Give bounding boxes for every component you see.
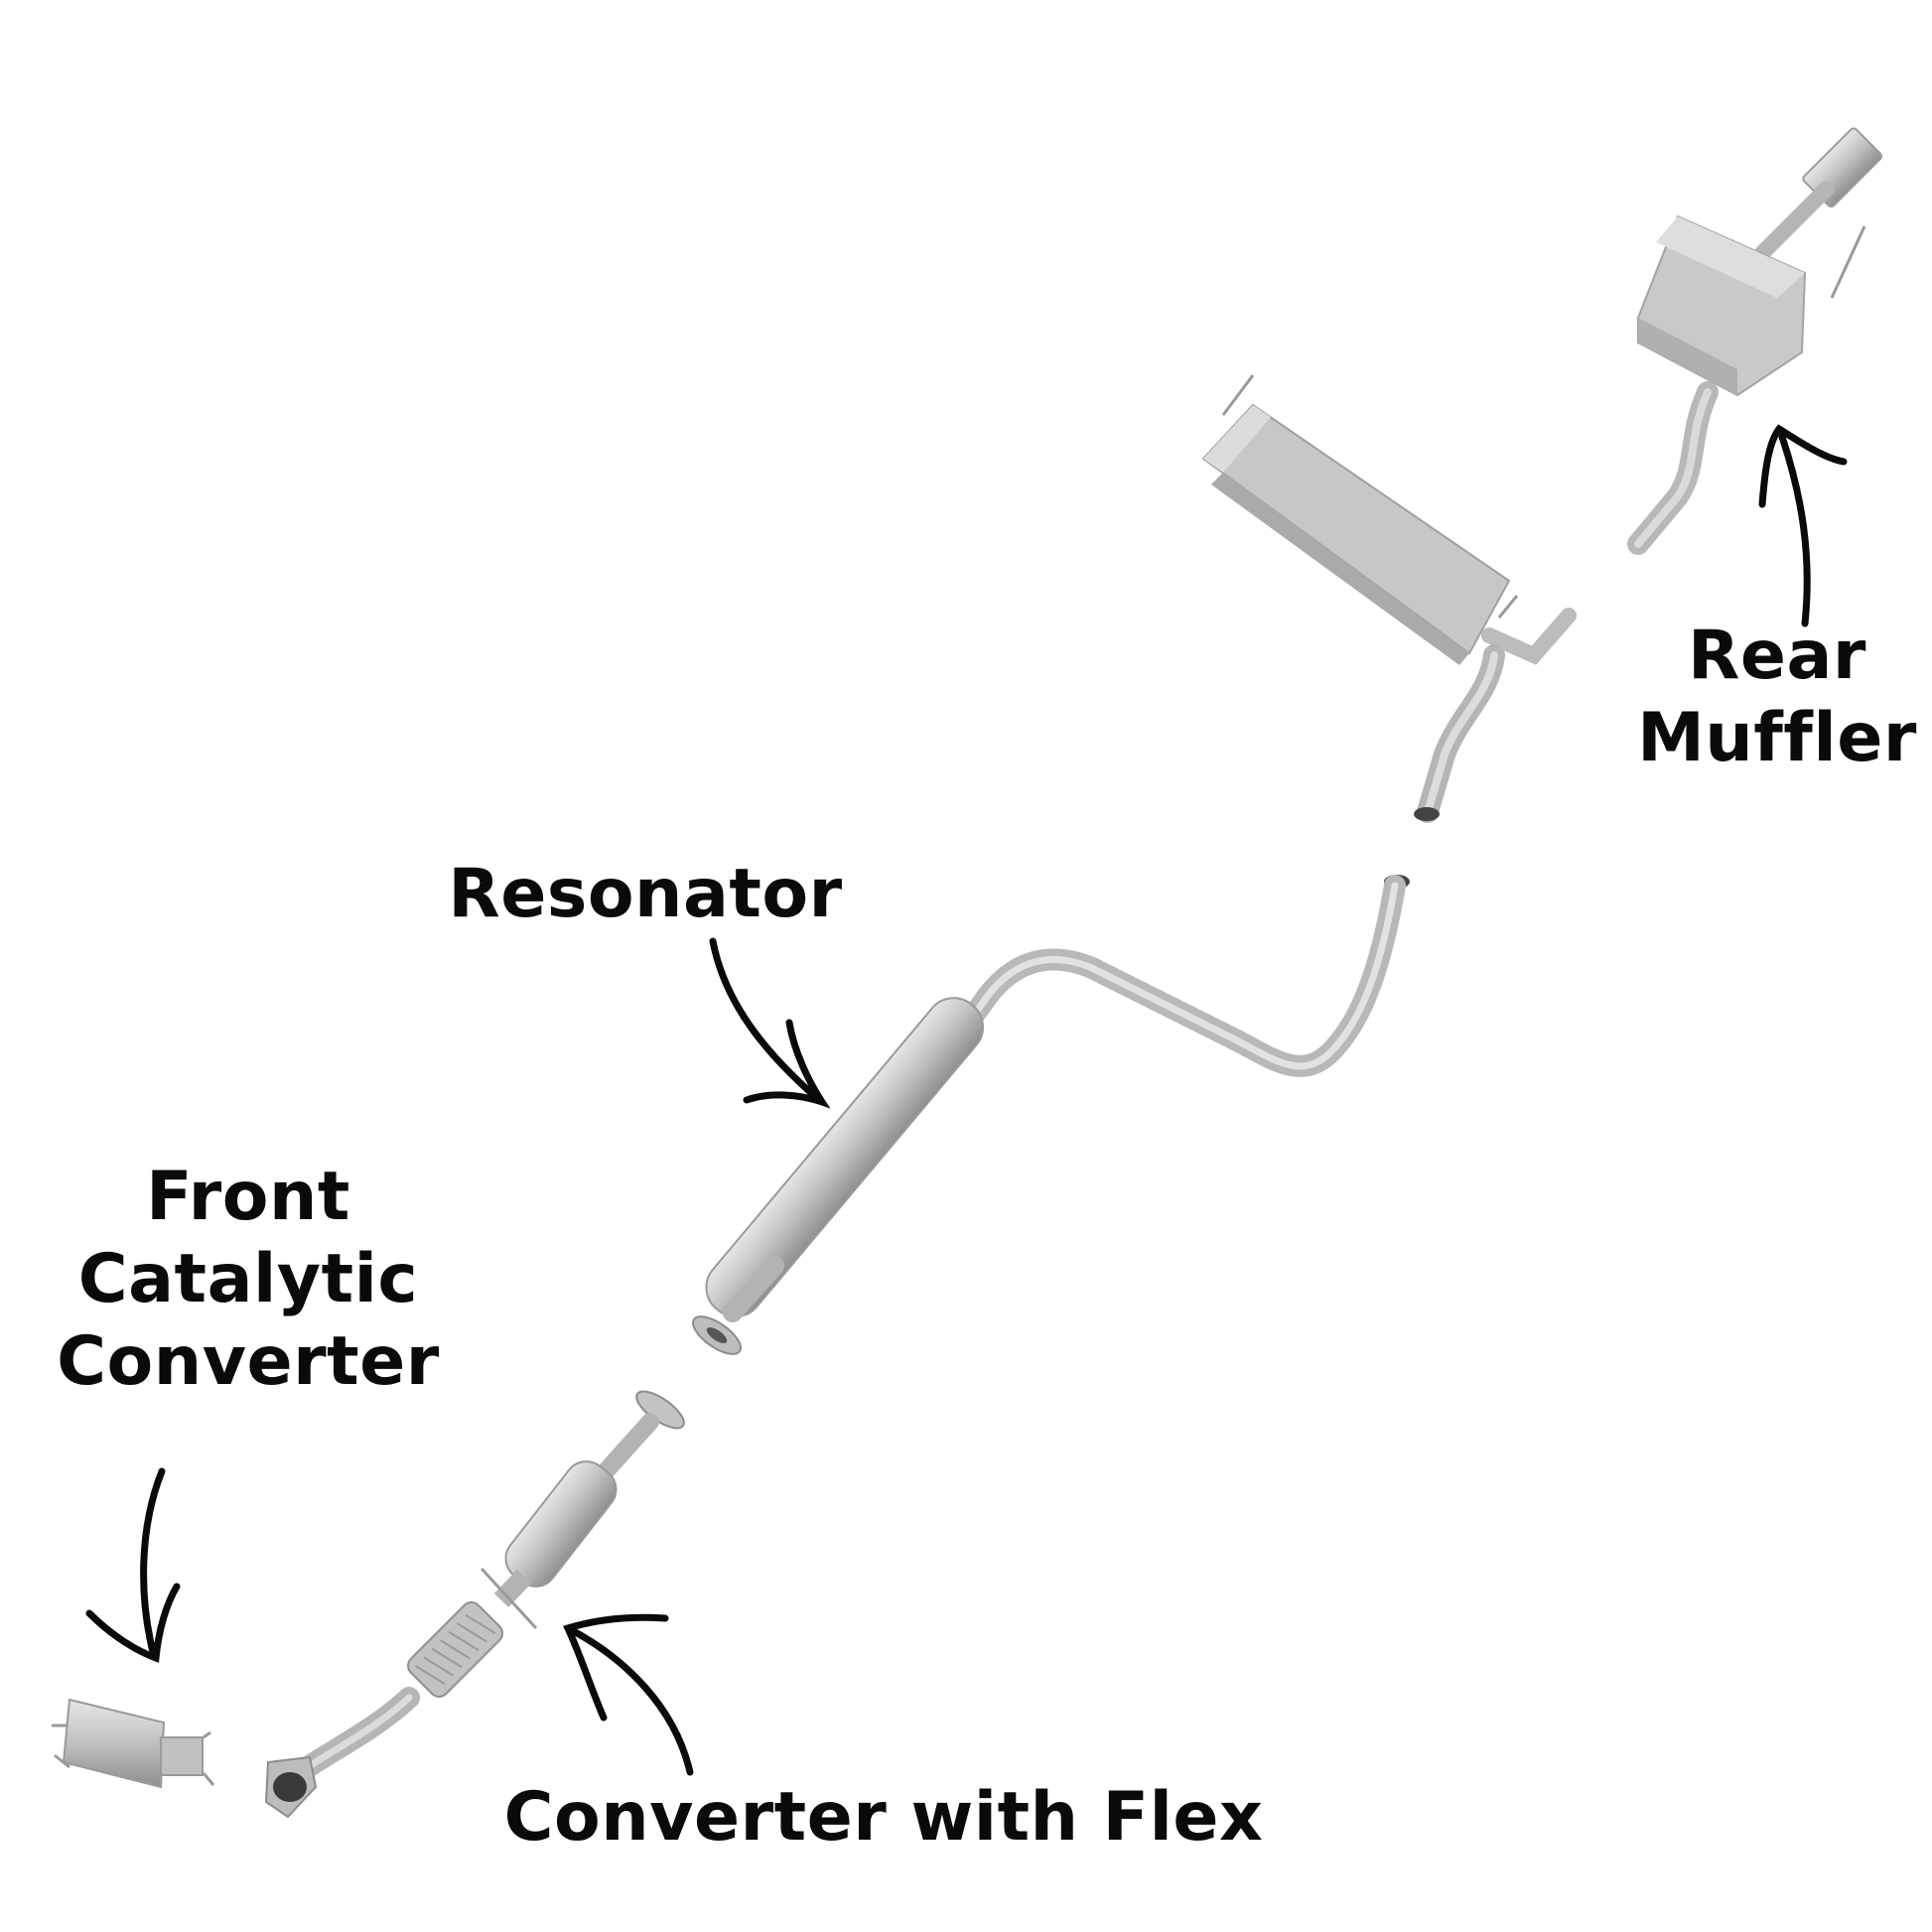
arrow-rear-muffler bbox=[1758, 424, 1848, 627]
intermediate-muffler-part bbox=[1201, 374, 1577, 823]
front-cat-converter-part bbox=[52, 1698, 215, 1789]
converter-flex-label: Converter with Flex bbox=[467, 1777, 1301, 1860]
arrow-converter-flex bbox=[563, 1613, 694, 1776]
front-cat-label-line2: Catalytic bbox=[77, 1239, 419, 1318]
converter-flex-pipe-part bbox=[264, 1390, 685, 1819]
arrow-front-catalytic-converter bbox=[85, 1467, 181, 1663]
rear-muffler-label-line2: Muffler bbox=[1637, 698, 1917, 777]
arrow-resonator bbox=[709, 937, 831, 1109]
resonator-label: Resonator bbox=[437, 854, 854, 936]
resonator-label-text: Resonator bbox=[448, 855, 843, 933]
rear-muffler-part bbox=[1627, 127, 1883, 555]
front-cat-label-line3: Converter bbox=[57, 1321, 440, 1401]
resonator-pipe-part bbox=[692, 875, 1410, 1355]
rear-muffler-label: Rear Muffler bbox=[1628, 616, 1926, 780]
rear-muffler-label-line1: Rear bbox=[1688, 617, 1866, 695]
front-cat-label-line1: Front bbox=[146, 1158, 350, 1236]
front-catalytic-converter-label: Front Catalytic Converter bbox=[30, 1157, 467, 1404]
converter-flex-label-text: Converter with Flex bbox=[503, 1778, 1264, 1857]
